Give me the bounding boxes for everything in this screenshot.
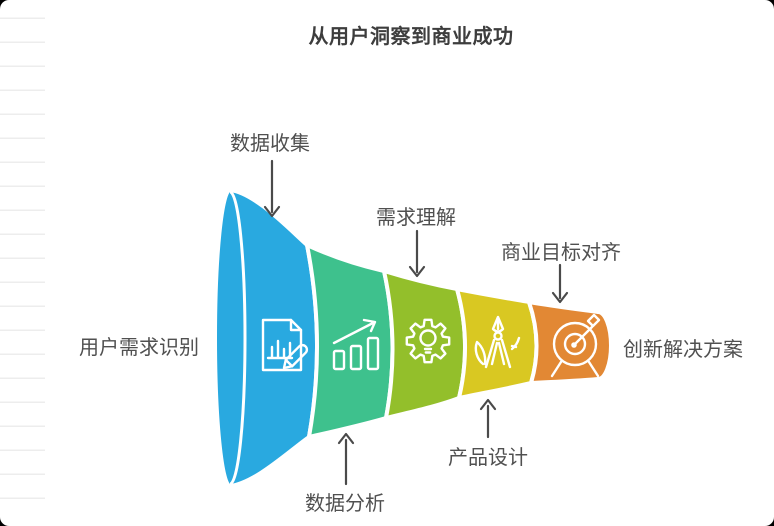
arrow-to-goal-alignment: [551, 263, 569, 304]
bar-chart-trend-icon: [332, 318, 380, 371]
arrow-to-data-collection: [263, 159, 281, 218]
funnel-mouth-rim: [229, 190, 247, 486]
stage-label-product-design: 产品设计: [448, 447, 528, 469]
funnel-segments: [213, 188, 613, 488]
arrow-to-requirement-understanding: [408, 229, 426, 278]
stage-label-goal-alignment: 商业目标对齐: [501, 242, 621, 264]
page-title: 从用户洞察到商业成功: [308, 26, 514, 48]
funnel-output-label: 创新解决方案: [623, 339, 743, 361]
funnel-stage-goal-alignment: [527, 300, 613, 385]
stage-label-requirement-understanding: 需求理解: [376, 207, 456, 229]
arrow-to-data-analysis: [337, 432, 355, 486]
drafting-compass-icon: [474, 315, 521, 369]
document-chart-pencil-icon: [261, 318, 309, 372]
stage-label-data-collection: 数据收集: [230, 133, 310, 155]
stage-label-data-analysis: 数据分析: [305, 493, 385, 515]
target-dart-icon: [550, 313, 601, 378]
gear-lightbulb-icon: [405, 318, 451, 364]
spreadsheet-gridlines: [0, 0, 45, 526]
arrow-to-product-design: [479, 398, 497, 439]
funnel-input-label: 用户需求识别: [79, 337, 199, 359]
funnel-stage-data-analysis: [305, 243, 395, 439]
annotation-arrows: [263, 159, 569, 486]
